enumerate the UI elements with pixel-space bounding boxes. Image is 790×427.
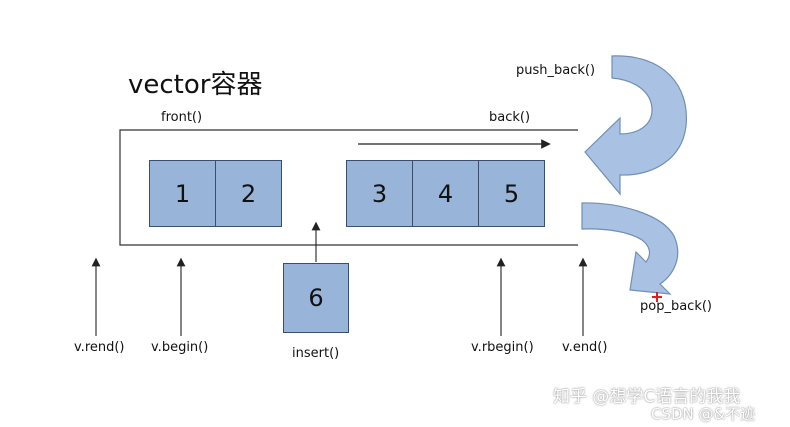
insert-label: insert()	[292, 346, 340, 361]
push-back-label: push_back()	[516, 63, 596, 78]
diagram-title: vector容器	[128, 70, 263, 100]
begin-label: v.begin()	[151, 340, 209, 355]
element-cell-2: 2	[215, 160, 282, 227]
watermark-csdn: CSDN @&不迹	[651, 405, 756, 423]
rend-label: v.rend()	[74, 340, 125, 355]
pop-back-label: pop_back()	[640, 299, 712, 314]
watermark-zhihu: 知乎 @想学C语言的我我	[553, 387, 741, 407]
end-label: v.end()	[562, 340, 608, 355]
element-cell-4: 4	[412, 160, 479, 227]
element-cell-3: 3	[346, 160, 413, 227]
insert-cell: 6	[283, 263, 349, 333]
back-label: back()	[489, 110, 531, 125]
container-outline	[119, 129, 578, 246]
pop-back-curved-arrow	[581, 202, 679, 295]
front-label: front()	[161, 110, 203, 125]
push-back-curved-arrow	[584, 55, 687, 196]
element-cell-5: 5	[478, 160, 545, 227]
element-cell-1: 1	[149, 160, 216, 227]
rbegin-label: v.rbegin()	[471, 340, 534, 355]
